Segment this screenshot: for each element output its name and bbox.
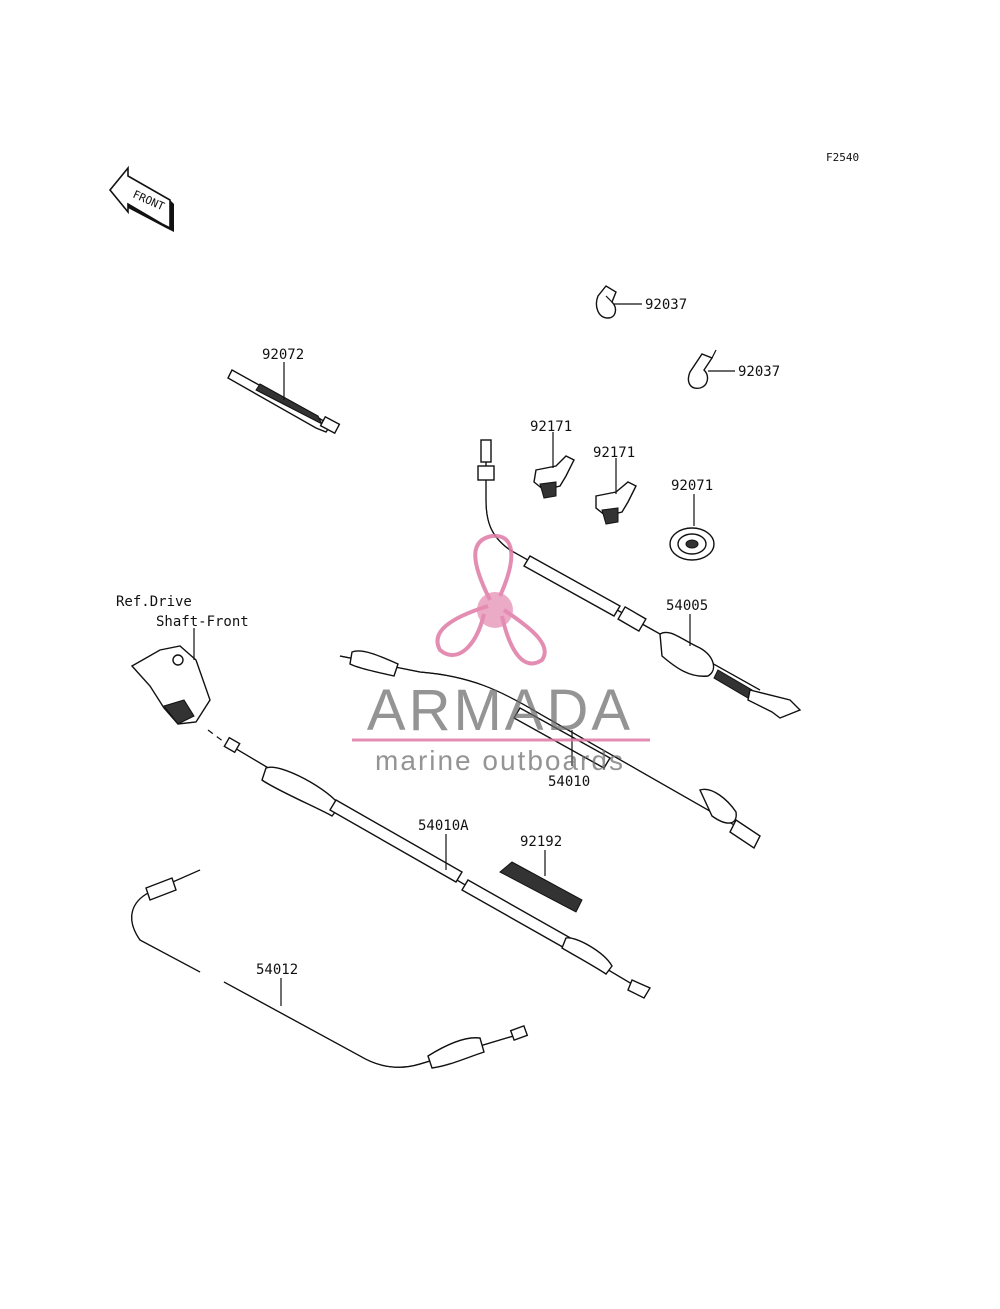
holder-92171-a (533, 432, 575, 499)
cable-54010a (223, 736, 652, 999)
reference-label-2: Shaft-Front (156, 614, 249, 630)
label-holder-a: 92171 (530, 419, 572, 435)
front-arrow-icon: FRONT (108, 165, 174, 232)
label-cable-b: 54010 (548, 774, 590, 790)
label-clamp-b: 92037 (738, 364, 780, 380)
cable-54012 (131, 869, 529, 1069)
clamp-92037-b (687, 349, 735, 389)
tube-92192 (499, 850, 583, 913)
reference-bracket (130, 628, 225, 743)
reference-label-1: Ref.Drive (116, 594, 192, 610)
label-cable-c: 54010A (418, 818, 469, 834)
band-92072 (227, 362, 341, 435)
label-clamp-a: 92037 (645, 297, 687, 313)
label-grommet: 92071 (671, 478, 713, 494)
grommet-92071 (669, 494, 715, 561)
clamp-92037-a (595, 285, 642, 319)
figure-code: F2540 (826, 151, 859, 164)
label-cable-d: 54012 (256, 962, 298, 978)
label-holder-b: 92171 (593, 445, 635, 461)
watermark-subtitle: marine outboards (375, 745, 625, 776)
watermark-title: ARMADA (367, 678, 633, 743)
holder-92171-b (595, 458, 637, 525)
label-tube: 92192 (520, 834, 562, 850)
cable-54010 (339, 650, 761, 850)
propeller-hub-icon (477, 592, 513, 628)
label-band: 92072 (262, 347, 304, 363)
cable-54005 (477, 439, 802, 719)
propeller-logo-icon (435, 533, 547, 666)
label-cable-a: 54005 (666, 598, 708, 614)
watermark: ARMADA marine outboards (352, 533, 650, 776)
